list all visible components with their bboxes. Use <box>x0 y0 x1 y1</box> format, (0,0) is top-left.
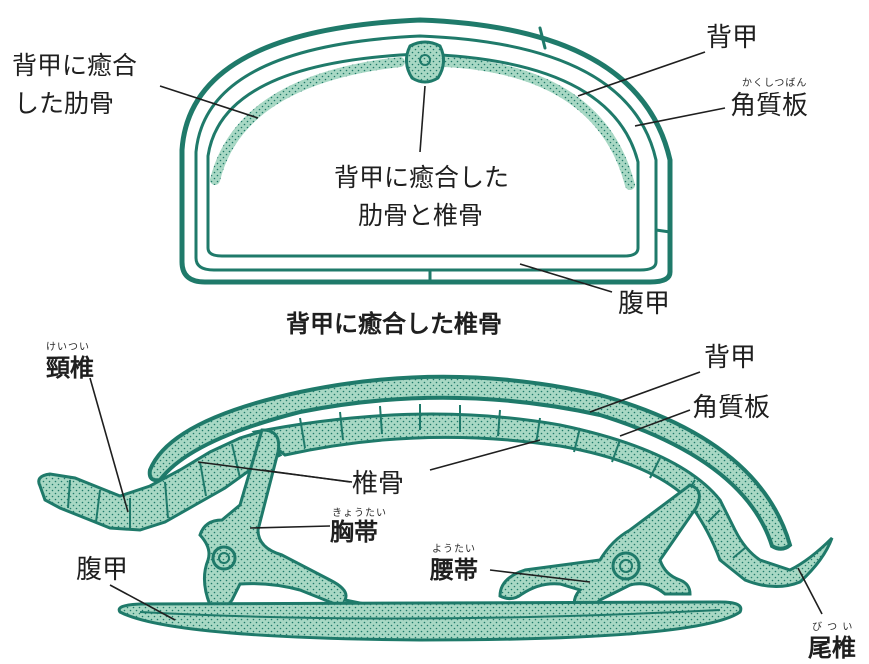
pectoral-label: 胸帯 <box>330 518 378 546</box>
fused-vertebra <box>406 42 443 82</box>
tail-label: 尾椎 <box>808 634 856 662</box>
plastron-label-top: 腹甲 <box>618 290 670 318</box>
carapace-label-side: 背甲 <box>704 344 756 372</box>
top-caption: 背甲に癒合した椎骨 <box>286 310 502 338</box>
scute-label-side: 角質板 <box>692 394 770 422</box>
scute-seam-side <box>656 230 670 232</box>
side-plastron <box>119 602 741 640</box>
pelvic-label: 腰帯 <box>430 556 478 584</box>
vertebra-label: 椎骨 <box>352 470 404 498</box>
fused-rib-label-line2: した肋骨 <box>14 90 114 118</box>
cross-section-shell <box>182 20 670 282</box>
fused-rib-label-line1: 背甲に癒合 <box>12 52 137 80</box>
carapace-label: 背甲 <box>706 24 758 52</box>
scute-label: 角質板 <box>730 92 808 120</box>
pelvic-ruby: ようたい <box>432 544 476 556</box>
neck-ruby: けいつい <box>46 342 90 354</box>
center-label-line2: 肋骨と椎骨 <box>358 202 483 230</box>
pelvic-girdle <box>500 485 699 610</box>
center-label-line1: 背甲に癒合した <box>334 164 509 192</box>
tail-ruby: び つ い <box>812 622 853 634</box>
plastron-label-side: 腹甲 <box>76 556 128 584</box>
neck-label: 頸椎 <box>46 354 94 382</box>
scute-ruby: かくしつばん <box>742 78 807 90</box>
